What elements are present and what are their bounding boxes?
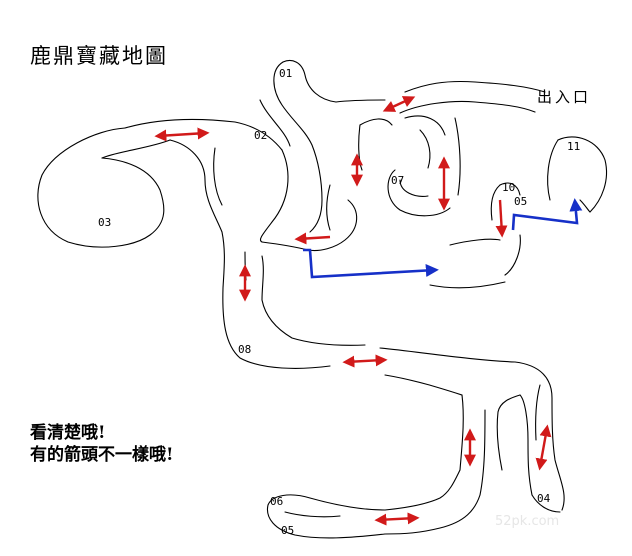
room-label-05-upper: 05: [514, 195, 528, 208]
note-look-carefully: 看清楚哦!: [30, 423, 106, 443]
red-arrow-05-bottom: [374, 512, 420, 526]
room-label-06: 06: [270, 495, 284, 508]
red-arrow-04: [535, 424, 552, 471]
room-label-10: 10: [502, 181, 516, 194]
map-title: 鹿鼎寶藏地圖: [30, 44, 168, 68]
room-label-04: 04: [537, 492, 551, 505]
note-arrows-differ: 有的箭頭不一樣哦!: [30, 445, 174, 465]
blue-arrow-right: [511, 198, 583, 231]
cave-walls: [37, 59, 608, 539]
room-label-07: 07: [391, 174, 405, 187]
room-label-03: 03: [98, 216, 112, 229]
room-label-01: 01: [279, 67, 293, 80]
red-arrows: [154, 96, 552, 526]
red-arrow-01-exit: [382, 96, 416, 112]
red-arrow-10: [495, 199, 508, 238]
exit-label: 出入口: [537, 88, 592, 106]
room-label-11: 11: [567, 140, 581, 153]
red-arrow-03-02: [154, 127, 210, 142]
red-arrow-left-mid: [294, 232, 331, 245]
blue-arrows: [303, 198, 583, 279]
room-label-08: 08: [238, 343, 252, 356]
room-label-02: 02: [254, 129, 268, 142]
watermark: 52pk.com: [495, 514, 560, 529]
red-arrow-08-right: [342, 354, 388, 368]
blue-arrow-left: [303, 248, 439, 279]
room-label-05-lower: 05: [281, 524, 295, 537]
